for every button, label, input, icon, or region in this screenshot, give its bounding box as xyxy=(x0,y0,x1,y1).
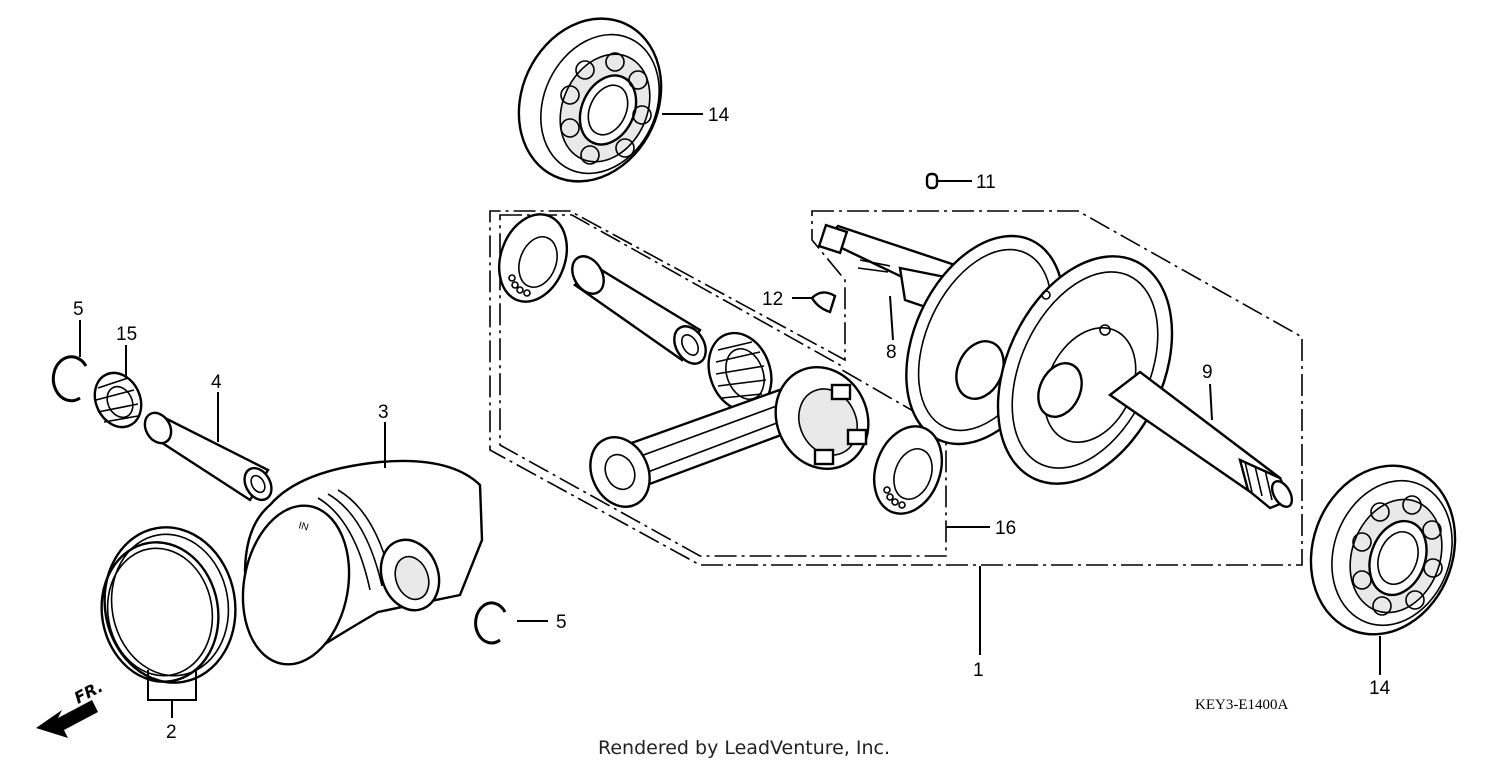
bearing-bottom[interactable] xyxy=(1288,445,1478,655)
front-direction-arrow-icon xyxy=(36,700,98,738)
callout-11: 11 xyxy=(976,172,996,193)
dowel-pin[interactable] xyxy=(925,172,939,190)
callout-9: 9 xyxy=(1202,362,1213,383)
connecting-rod[interactable] xyxy=(579,352,884,517)
small-end-needle-bearing[interactable] xyxy=(86,365,150,434)
callout-4: 4 xyxy=(211,372,222,393)
bearing-top[interactable] xyxy=(493,0,687,205)
drawing-code: KEY3-E1400A xyxy=(1195,697,1288,713)
piston-rings[interactable] xyxy=(91,517,248,693)
crank-pin[interactable] xyxy=(566,251,712,370)
piston-marking: IN xyxy=(297,520,310,533)
piston-pin[interactable] xyxy=(140,408,277,505)
callout-3: 3 xyxy=(378,402,389,423)
callout-1: 1 xyxy=(973,660,984,681)
callout-16: 16 xyxy=(995,518,1016,539)
big-end-needle-bearing[interactable] xyxy=(698,324,782,420)
crankshaft[interactable] xyxy=(817,211,1296,512)
piston[interactable]: IN xyxy=(231,459,484,673)
thrust-washer-left[interactable] xyxy=(488,205,579,311)
woodruff-key[interactable] xyxy=(810,291,837,314)
callout-14-top: 14 xyxy=(708,105,730,126)
credit-text: Rendered by LeadVenture, Inc. xyxy=(598,737,890,759)
piston-pin-clip-right[interactable] xyxy=(474,601,507,645)
callout-5-right: 5 xyxy=(556,612,567,633)
callout-12: 12 xyxy=(762,289,783,310)
callout-2: 2 xyxy=(166,722,177,743)
callout-15: 15 xyxy=(116,324,137,345)
thrust-washer-right[interactable] xyxy=(863,417,954,523)
callout-8: 8 xyxy=(886,342,897,363)
callout-5-left: 5 xyxy=(73,299,84,320)
callout-14-bottom: 14 xyxy=(1369,678,1391,699)
direction-label: FR. xyxy=(71,677,106,708)
crankshaft-assembly-outline xyxy=(489,210,1303,566)
piston-pin-clip-left[interactable] xyxy=(51,355,88,403)
